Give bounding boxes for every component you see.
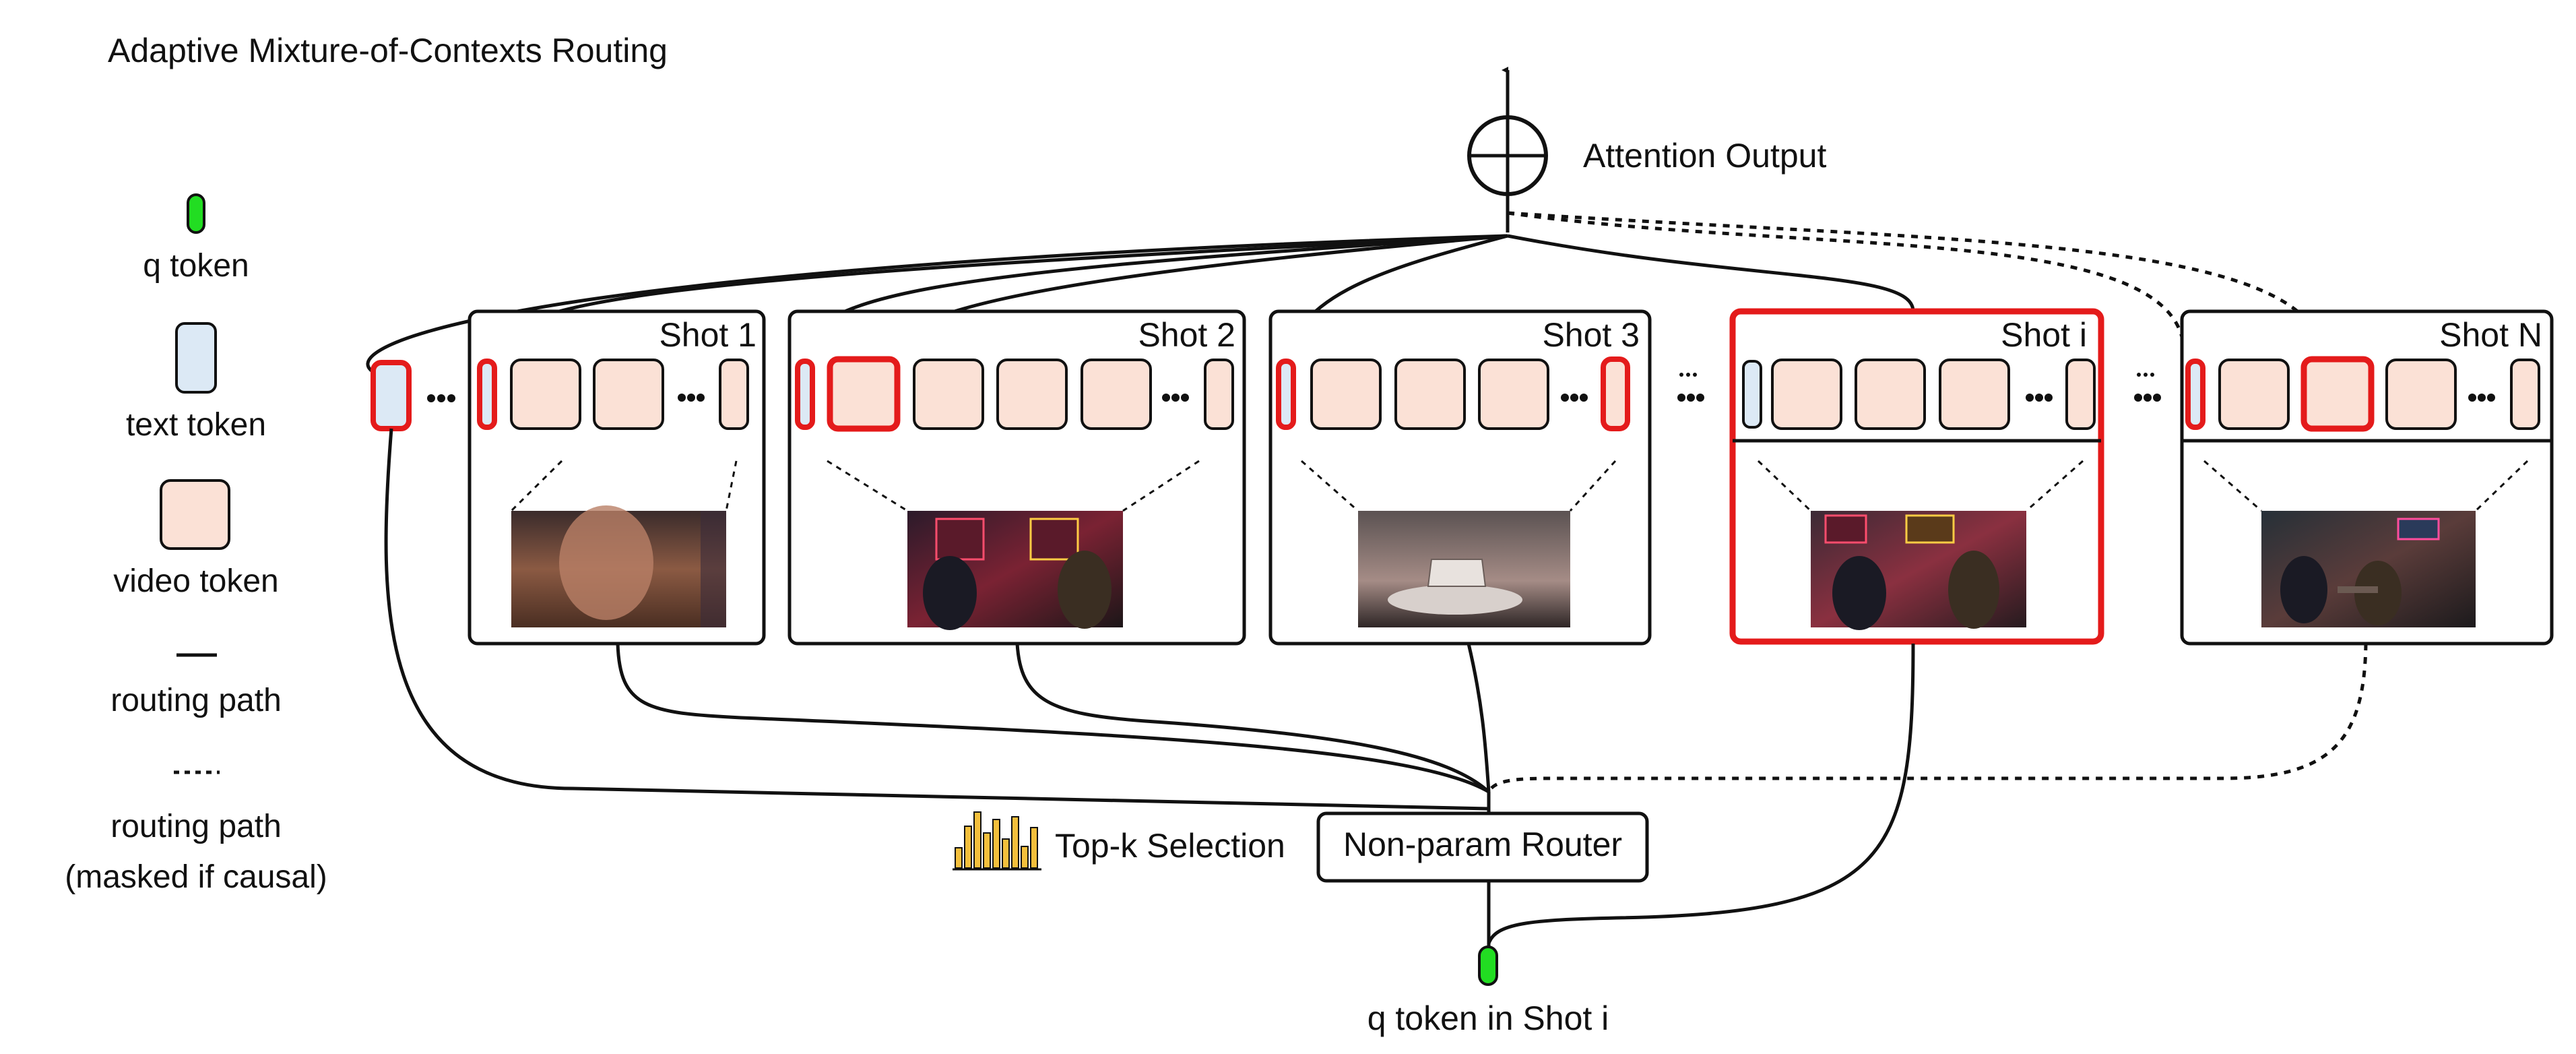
attention-output-node: Attention Output — [1467, 67, 1826, 232]
text-token — [1742, 360, 1762, 429]
ellipsis-icon — [1561, 394, 1588, 402]
video-token — [2510, 359, 2540, 430]
shot-i-label: Shot i — [2001, 316, 2087, 354]
shot-2-frame-image — [907, 511, 1123, 630]
shot-n-label: Shot N — [2439, 316, 2542, 354]
legend-masked-path-label-2: (masked if causal) — [65, 859, 327, 895]
video-token — [1081, 359, 1152, 430]
text-token — [1276, 359, 1296, 430]
text-token — [477, 359, 497, 430]
legend-masked-path-label-1: routing path — [110, 809, 282, 844]
ellipsis-icon — [1162, 394, 1189, 402]
legend-text-token-swatch — [175, 322, 217, 394]
legend-text-token-label: text token — [126, 407, 266, 443]
ellipsis-icon — [2468, 394, 2495, 402]
video-token — [2065, 359, 2096, 430]
router-label: Non-param Router — [1343, 826, 1622, 863]
video-token — [593, 359, 664, 430]
shot-n-panel: Shot N — [2180, 309, 2554, 646]
ellipsis-icon — [678, 394, 705, 402]
video-token — [1939, 359, 2010, 430]
video-token — [827, 356, 901, 432]
video-token — [2218, 359, 2290, 430]
query-paths — [1487, 643, 1915, 950]
query-token-caption: q token in Shot i — [1367, 999, 1609, 1037]
video-token — [1478, 359, 1549, 430]
legend-q-token-swatch — [187, 193, 205, 234]
shot-2-label: Shot 2 — [1138, 316, 1235, 354]
ellipsis-icon — [2026, 394, 2053, 402]
topk-bar-chart-icon — [953, 811, 1041, 871]
ellipsis-icon — [427, 394, 455, 402]
routing-path-masked-down — [1487, 643, 2368, 793]
query-token — [1478, 946, 1498, 986]
shot-i-panel: Shot i — [1729, 308, 2104, 645]
topk-selection-label: Top-k Selection — [1055, 827, 1285, 865]
text-token — [795, 359, 815, 430]
video-token — [510, 359, 581, 430]
legend: q token text token video token routing p… — [65, 193, 327, 895]
legend-video-token-label: video token — [113, 563, 279, 599]
video-token — [1310, 359, 1382, 430]
vertical-ellipsis-icon — [2134, 373, 2161, 402]
video-token — [1771, 359, 1842, 430]
video-token — [2385, 359, 2457, 430]
diagram-title: Adaptive Mixture-of-Contexts Routing — [108, 32, 668, 69]
legend-routing-path-label: routing path — [110, 683, 282, 718]
shot-1-frame-image — [511, 505, 726, 627]
video-token — [913, 359, 984, 430]
router-box — [1316, 811, 1649, 883]
leading-text-token — [371, 360, 412, 431]
shot-3-panel: Shot 3 — [1268, 309, 1652, 646]
shot-1-panel: Shot 1 — [468, 309, 766, 646]
shot-3-frame-image — [1358, 511, 1570, 627]
routing-paths-down — [384, 428, 1491, 813]
video-token — [1601, 356, 1630, 431]
attention-output-label: Attention Output — [1583, 137, 1826, 175]
vertical-ellipsis-icon — [1677, 373, 1704, 402]
legend-q-token-label: q token — [143, 248, 249, 284]
video-token — [2300, 356, 2375, 432]
shot-i-frame-image — [1811, 511, 2026, 630]
shot-1-label: Shot 1 — [659, 316, 756, 354]
video-token — [1204, 359, 1234, 430]
video-token — [996, 359, 1068, 430]
shot-n-frame-image — [2261, 511, 2476, 627]
shot-2-panel: Shot 2 — [787, 309, 1246, 646]
video-token — [1394, 359, 1466, 430]
shot-3-label: Shot 3 — [1542, 316, 1640, 354]
video-token — [719, 359, 749, 430]
video-token — [1855, 359, 1926, 430]
legend-video-token-swatch — [160, 479, 230, 550]
text-token — [2185, 359, 2205, 430]
